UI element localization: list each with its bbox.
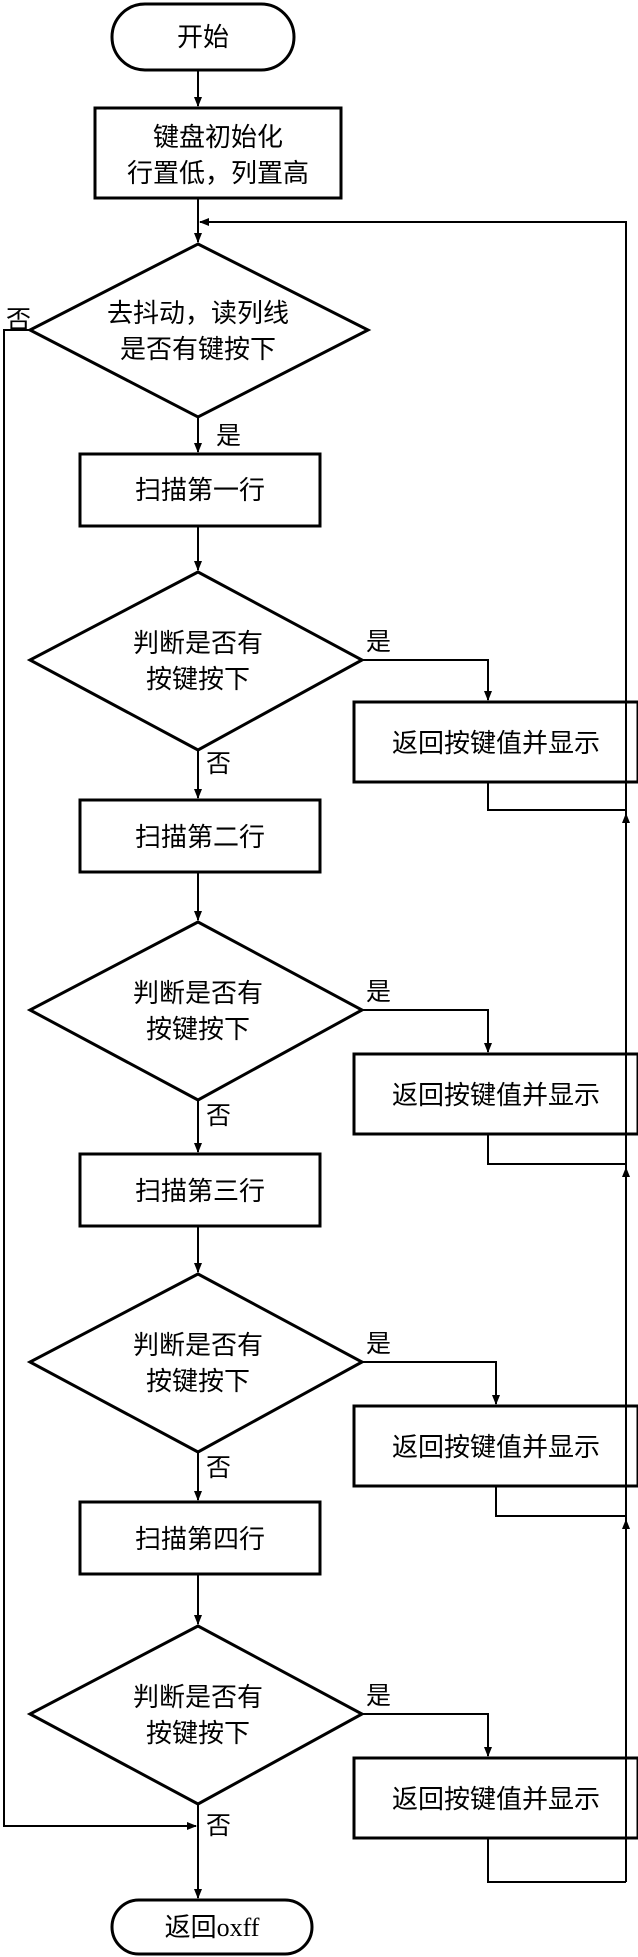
scan-row-3-label: 扫描第三行 xyxy=(135,1177,265,1206)
start-terminal xyxy=(110,2,296,72)
check-row-2-line1: 判断是否有 xyxy=(133,979,263,1008)
check-row-3-decision xyxy=(26,1272,366,1454)
return-key-3-out xyxy=(495,1486,626,1517)
check-row-4-line1: 判断是否有 xyxy=(133,1683,263,1712)
check-row-4-decision xyxy=(26,1624,366,1806)
check-row-3-yes-label: 是 xyxy=(366,1331,391,1358)
check-row-1-line2: 按键按下 xyxy=(146,665,250,694)
return-key-4-label: 返回按键值并显示 xyxy=(392,1785,600,1814)
check-row-2-decision xyxy=(26,920,366,1102)
scan-row-1-label: 扫描第一行 xyxy=(135,476,265,505)
check-row-1-decision xyxy=(26,570,366,752)
check-row-4-line2: 按键按下 xyxy=(146,1719,250,1748)
debounce-label-line2: 是否有键按下 xyxy=(120,335,276,364)
return-key-2-box xyxy=(352,1052,638,1136)
debounce-label-line1: 去抖动，读列线 xyxy=(107,299,289,328)
check-row-3-yes-path xyxy=(362,1361,500,1405)
check-row-2-line2: 按键按下 xyxy=(146,1015,250,1044)
start-label: 开始 xyxy=(177,23,229,52)
debounce-no-path xyxy=(3,329,197,1830)
check-row-2-yes-label: 是 xyxy=(366,979,391,1006)
check-row-3-line1: 判断是否有 xyxy=(133,1331,263,1360)
check-row-1-yes-label: 是 xyxy=(366,629,391,656)
check-row-2-yes-path xyxy=(362,1009,492,1053)
debounce-yes-label: 是 xyxy=(216,423,241,450)
return-key-1-box xyxy=(352,700,638,784)
debounce-decision xyxy=(26,242,372,419)
check-row-1-yes-path xyxy=(362,659,492,701)
init-label-line1: 键盘初始化 xyxy=(153,123,283,152)
check-row-4-no-label: 否 xyxy=(206,1813,231,1840)
scan-row-2-label: 扫描第二行 xyxy=(135,823,265,852)
return-key-2-label: 返回按键值并显示 xyxy=(392,1081,600,1110)
scan-row-4-box xyxy=(78,1500,322,1576)
scan-row-4-label: 扫描第四行 xyxy=(135,1525,265,1554)
init-label-line2: 行置低，列置高 xyxy=(127,159,309,188)
return-key-3-label: 返回按键值并显示 xyxy=(392,1433,600,1462)
end-terminal xyxy=(110,1898,314,1956)
check-row-1-no-label: 否 xyxy=(206,751,231,778)
scan-row-1-box xyxy=(78,452,322,528)
return-key-1-label: 返回按键值并显示 xyxy=(392,729,600,758)
scan-row-2-box xyxy=(78,798,322,874)
check-row-4-yes-path xyxy=(362,1713,492,1757)
check-row-3-line2: 按键按下 xyxy=(146,1367,250,1396)
return-key-2-out xyxy=(487,1134,626,1165)
end-label: 返回oxff xyxy=(165,1913,260,1942)
return-key-4-box xyxy=(352,1756,638,1840)
init-box xyxy=(93,106,343,200)
return-key-4-out xyxy=(487,1838,626,1883)
check-row-4-yes-label: 是 xyxy=(366,1683,391,1710)
check-row-1-line1: 判断是否有 xyxy=(133,629,263,658)
scan-row-3-box xyxy=(78,1152,322,1228)
return-key-3-box xyxy=(352,1404,638,1488)
return-key-1-out xyxy=(487,782,626,811)
check-row-2-no-label: 否 xyxy=(206,1103,231,1130)
check-row-3-no-label: 否 xyxy=(206,1455,231,1482)
